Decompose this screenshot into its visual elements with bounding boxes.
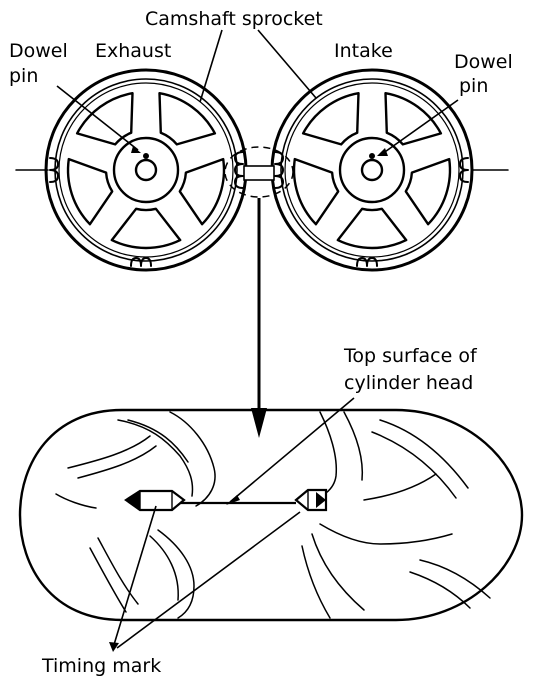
label-exhaust: Exhaust [95, 40, 171, 62]
label-top-surface-line1: Top surface of [343, 345, 478, 367]
exhaust-sprocket [44, 68, 248, 272]
label-timing-mark: Timing mark [41, 655, 161, 677]
sprocket-window [336, 207, 408, 250]
label-dowel-pin-right-line1: Dowel [454, 51, 513, 73]
sprocket-window [110, 207, 182, 250]
intake-sprocket [270, 68, 474, 272]
label-top-surface-line2: cylinder head [344, 372, 473, 394]
sprocket-window [158, 92, 217, 146]
label-dowel-pin-left-line2: pin [9, 65, 38, 87]
detail-arrow [251, 198, 267, 438]
exhaust-dowel-pin [143, 153, 149, 159]
exhaust-sprocket-spokes [66, 92, 226, 250]
sprocket-window [404, 157, 452, 226]
sprocket-window [384, 92, 443, 146]
label-intake: Intake [334, 40, 393, 62]
sprocket-window [292, 157, 340, 226]
timing-marks [124, 488, 328, 512]
timing-mark-detail-circle [224, 146, 294, 198]
sprocket-window [75, 92, 134, 146]
label-dowel-pin-left-line1: Dowel [9, 40, 68, 62]
cylinder-head-detail [18, 408, 524, 622]
sprocket-window [66, 157, 114, 226]
label-dowel-pin-right-line2: pin [459, 75, 488, 97]
leader-lines [56, 29, 459, 652]
intake-sprocket-spokes [292, 92, 452, 250]
sprocket-window [178, 157, 226, 226]
label-camshaft-sprocket: Camshaft sprocket [145, 8, 323, 30]
intake-dowel-pin [369, 153, 375, 159]
sprocket-window [301, 92, 360, 146]
